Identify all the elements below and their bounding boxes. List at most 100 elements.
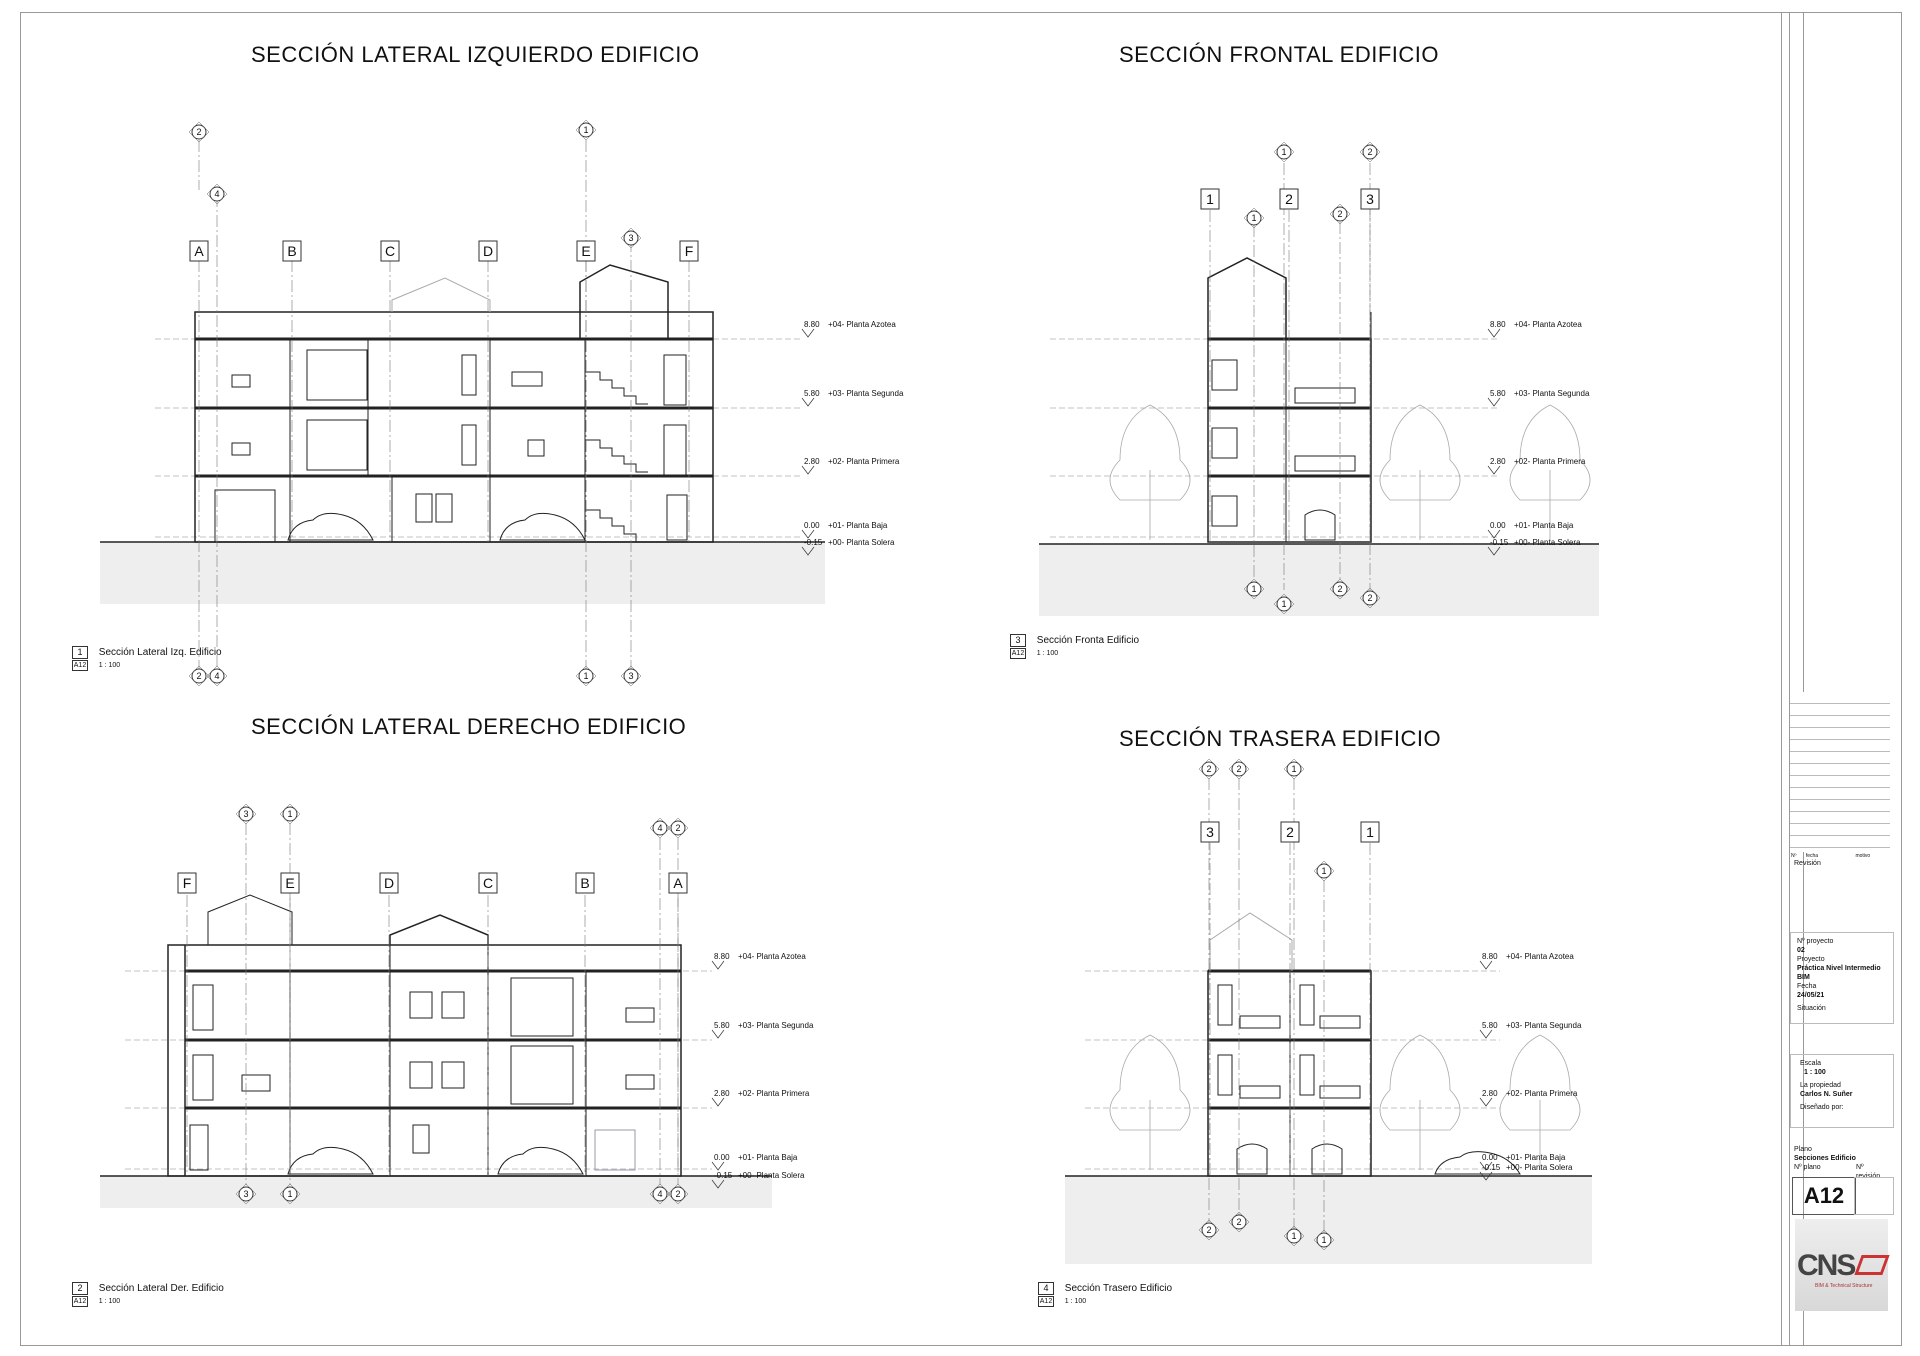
ground-front <box>1039 544 1599 616</box>
owner-value: Carlos N. Suñer <box>1800 1091 1853 1098</box>
level-value: -0.15 <box>714 1171 733 1180</box>
caption-left-label: Sección Lateral Izq. Edificio <box>98 647 222 659</box>
bubble-right-bottom-2-diamond <box>649 1183 671 1205</box>
bubble-left-bottom-2: 1 <box>583 671 588 681</box>
scale-value: 1 : 100 <box>1804 1069 1826 1076</box>
caption-front-sheet: A12 <box>1010 648 1026 659</box>
level-name: +00- Planta Solera <box>1506 1163 1573 1172</box>
bubble-rear-bottom-1-diamond <box>1228 1211 1250 1233</box>
plan-info: Plano Secciones Edificio Nº plano Nº rev… <box>1794 1145 1894 1180</box>
bubble-right-bottom-0-diamond <box>235 1183 257 1205</box>
revision-label: Revisión <box>1794 860 1821 867</box>
section-title-rear: SECCIÓN TRASERA EDIFICIO <box>1119 726 1442 751</box>
bubble-right-bottom-0-circle <box>238 1186 254 1202</box>
bubble-right-bottom-1-diamond <box>279 1183 301 1205</box>
plan-value: Secciones Edificio <box>1794 1155 1856 1162</box>
caption-right-scale: 1 : 100 <box>98 1298 121 1305</box>
grid-head-right-1: E <box>285 875 294 891</box>
bubble-left-bottom-0-diamond <box>188 665 210 687</box>
caption-left: 1 Sección Lateral Izq. Edificio A12 1 : … <box>72 646 222 671</box>
bubble-left-bottom-3-circle <box>623 668 639 684</box>
bubble-right-bottom-1: 1 <box>287 1189 292 1199</box>
rev-header-date: fecha <box>1805 853 1819 859</box>
section-left-drawing <box>100 140 825 670</box>
bubble-right-bottom-3-diamond <box>667 1183 689 1205</box>
bubble-right-top-0: 3 <box>243 809 248 819</box>
bubble-left-bottom-2-circle <box>578 668 594 684</box>
grid-head-right-2-box <box>379 872 399 894</box>
grid-head-left-2: C <box>385 243 395 259</box>
level-name: +02- Planta Primera <box>1506 1089 1578 1098</box>
bubble-front-bottom-3-diamond <box>1359 587 1381 609</box>
bubble-rear-top-1-diamond <box>1228 758 1250 780</box>
level-name: +04- Planta Azotea <box>1506 952 1574 961</box>
bubble-right-top-0-diamond <box>235 803 257 825</box>
logo-text: CNS <box>1797 1249 1856 1282</box>
plan-label: Plano <box>1794 1146 1812 1153</box>
level-name: +03- Planta Segunda <box>738 1021 814 1030</box>
rev-header-reason: motivo <box>1855 853 1871 859</box>
bubble-left-bottom-3: 3 <box>628 671 633 681</box>
level-name: +02- Planta Primera <box>738 1089 810 1098</box>
bubble-rear-top-2-circle <box>1286 761 1302 777</box>
grid-head-rear-1: 2 <box>1286 824 1294 840</box>
caption-right-sheet: A12 <box>72 1296 88 1307</box>
bubble-front-top-2: 1 <box>1251 213 1256 223</box>
level-marker-4 <box>711 1179 725 1189</box>
grid-head-left-2-box <box>380 240 400 262</box>
grid-head-left-5: F <box>685 243 694 259</box>
bubble-left-bottom-2-diamond <box>575 665 597 687</box>
grid-head-right-5-box <box>668 872 688 894</box>
level-marker-0 <box>1487 328 1501 338</box>
bubble-rear-bottom-0: 2 <box>1206 1225 1211 1235</box>
bubble-front-bottom-3: 2 <box>1367 593 1372 603</box>
bubble-rear-top-2: 1 <box>1291 764 1296 774</box>
level-name: +02- Planta Primera <box>1514 457 1586 466</box>
level-marker-4 <box>1479 1171 1493 1181</box>
ground-left <box>100 542 825 604</box>
level-name: +00- Planta Solera <box>1514 538 1581 547</box>
level-marker-1 <box>1479 1029 1493 1039</box>
caption-rear-num: 4 <box>1038 1282 1054 1295</box>
bubble-left-top-0-diamond <box>188 121 210 143</box>
bubble-front-top-3-circle <box>1332 206 1348 222</box>
caption-right-label: Sección Lateral Der. Edificio <box>98 1283 224 1295</box>
bubble-rear-top-0: 2 <box>1206 764 1211 774</box>
level-marker-0 <box>711 960 725 970</box>
bubble-front-top-2-circle <box>1246 210 1262 226</box>
level-name: +03- Planta Segunda <box>1506 1021 1582 1030</box>
bubble-left-bottom-0: 2 <box>196 671 201 681</box>
level-value: -0.15 <box>804 538 823 547</box>
section-title-left: SECCIÓN LATERAL IZQUIERDO EDIFICIO <box>251 42 700 67</box>
grid-head-left-0: A <box>194 243 204 259</box>
bubble-left-top-3-circle <box>623 230 639 246</box>
bubble-rear-bottom-2-diamond <box>1283 1225 1305 1247</box>
bubble-right-bottom-0: 3 <box>243 1189 248 1199</box>
bubble-right-top-3-circle <box>670 820 686 836</box>
title-block-divider-2 <box>1789 13 1790 1345</box>
bubble-front-top-1-circle <box>1362 144 1378 160</box>
grid-head-right-4: B <box>580 875 589 891</box>
bubble-rear-bottom-0-diamond <box>1198 1219 1220 1241</box>
bubble-left-top-0-circle <box>191 124 207 140</box>
level-name: +04- Planta Azotea <box>738 952 806 961</box>
bubble-right-top-2-diamond <box>649 817 671 839</box>
bubble-right-top-1: 1 <box>287 809 292 819</box>
caption-front: 3 Sección Fronta Edificio A12 1 : 100 <box>1010 634 1139 659</box>
caption-rear-scale: 1 : 100 <box>1064 1298 1087 1305</box>
bubble-right-top-3-diamond <box>667 817 689 839</box>
level-marker-2 <box>1487 465 1501 475</box>
level-value: 0.00 <box>804 521 820 530</box>
grid-head-left-1-box <box>282 240 302 262</box>
caption-rear-label: Sección Trasero Edificio <box>1064 1283 1173 1295</box>
grid-head-rear-2: 1 <box>1366 824 1374 840</box>
bubble-rear-bottom-3: 1 <box>1321 1235 1326 1245</box>
bubble-left-top-1-diamond <box>206 183 228 205</box>
bubble-front-bottom-1-diamond <box>1273 593 1295 615</box>
level-value: 2.80 <box>1490 457 1506 466</box>
grid-head-rear-1-box <box>1280 821 1300 843</box>
section-front-drawing <box>1039 163 1599 616</box>
grid-head-right-3: C <box>483 875 493 891</box>
level-marker-2 <box>801 465 815 475</box>
